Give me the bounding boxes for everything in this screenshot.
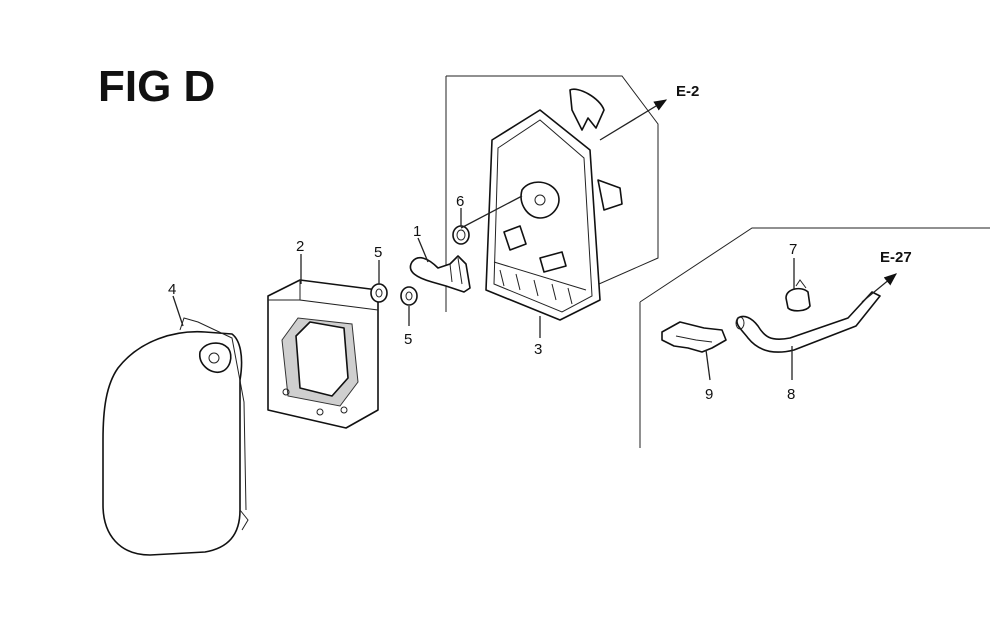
callout-3: 3 <box>534 341 542 358</box>
callout-6: 6 <box>456 193 464 210</box>
assembly-boundary-right <box>639 227 990 448</box>
part-air-cleaner-cover <box>102 317 249 556</box>
part-clip <box>661 321 727 353</box>
callout-5-upper: 5 <box>374 244 382 261</box>
callout-7: 7 <box>789 241 797 258</box>
callout-1: 1 <box>413 223 421 240</box>
part-collar <box>452 225 470 245</box>
leader-lines <box>172 99 898 381</box>
part-breather-tube <box>735 291 881 353</box>
callout-2: 2 <box>296 238 304 255</box>
part-air-filter-element <box>267 279 379 429</box>
ref-label-e27: E-27 <box>880 249 912 266</box>
ref-label-e2: E-2 <box>676 83 699 100</box>
callout-9: 9 <box>705 386 713 403</box>
callout-8: 8 <box>787 386 795 403</box>
callout-5-lower: 5 <box>404 331 412 348</box>
part-tube-clamp <box>785 279 811 312</box>
callout-4: 4 <box>168 281 176 298</box>
part-air-cleaner-case <box>485 88 623 321</box>
part-nut-b <box>400 286 418 306</box>
part-nut-a <box>370 283 388 303</box>
part-bracket <box>409 255 471 293</box>
figure-title: FIG D <box>98 62 215 111</box>
